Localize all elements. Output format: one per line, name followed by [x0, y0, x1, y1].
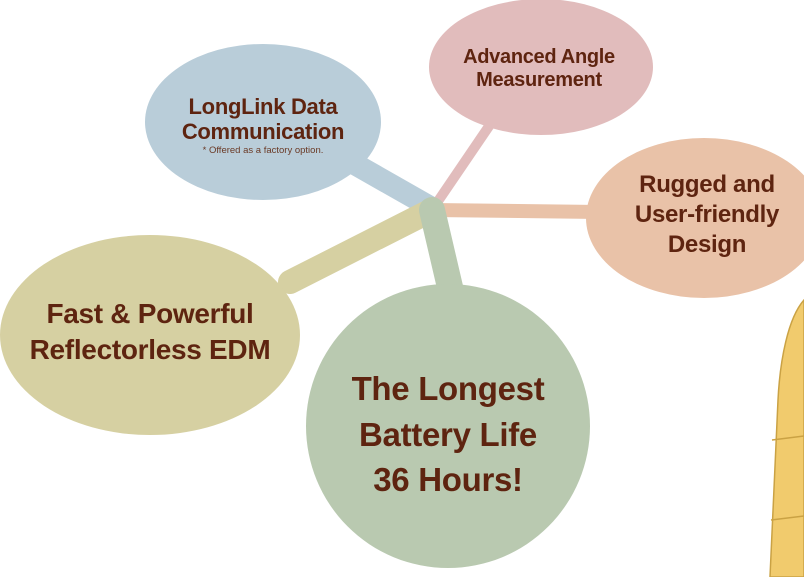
longlink-line1: LongLink Data	[188, 94, 338, 119]
battery-bubble	[306, 284, 590, 568]
longlink-line2: Communication	[181, 119, 345, 145]
battery-label: The Longest Battery Life 36 Hours!	[338, 366, 558, 503]
angle-bubble	[429, 0, 653, 135]
longlink-label: LongLink Data Communication * Offered as…	[150, 94, 376, 156]
battery-line3: 36 Hours!	[373, 461, 523, 499]
angle-line2: Measurement	[476, 69, 602, 91]
rugged-line2: User-friendly	[634, 201, 780, 228]
edm-bubble	[0, 235, 300, 435]
device-panel-line-lower	[770, 515, 804, 521]
battery-line2: Battery Life	[359, 415, 537, 453]
rugged-bubble	[586, 138, 804, 298]
angle-label: Advanced Angle Measurement	[436, 46, 642, 92]
edm-line1: Fast & Powerful	[46, 298, 254, 329]
edm-line2: Reflectorless EDM	[29, 334, 271, 366]
angle-line1: Advanced Angle	[463, 46, 615, 68]
longlink-bubble	[145, 44, 381, 200]
longlink-note: * Offered as a factory option.	[202, 144, 324, 156]
rugged-line3: Design	[667, 231, 747, 258]
rugged-label: Rugged and User-friendly Design	[612, 170, 802, 260]
rugged-line1: Rugged and	[639, 171, 775, 198]
spoke-edm	[278, 198, 444, 294]
device-panel-line	[771, 435, 804, 441]
battery-line1: The Longest	[351, 370, 545, 407]
edm-label: Fast & Powerful Reflectorless EDM	[18, 296, 282, 369]
spoke-rugged	[425, 203, 607, 219]
